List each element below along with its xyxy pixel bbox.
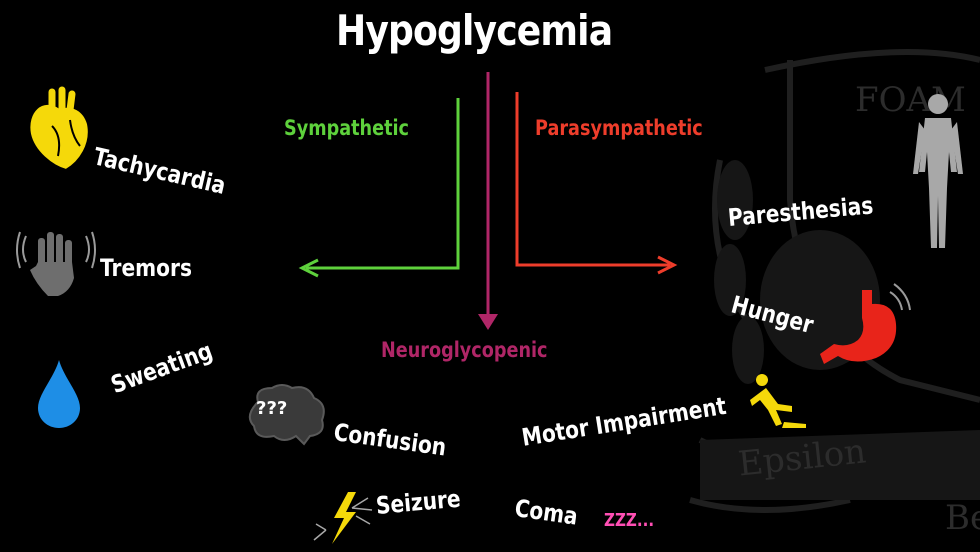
human-body-icon — [913, 94, 963, 248]
parasympathetic-arrow — [515, 92, 678, 275]
neuroglycopenic-arrowhead — [478, 314, 498, 330]
trembling-hand-icon — [16, 231, 96, 296]
neuron-lightning-icon — [313, 492, 373, 544]
sympathetic-label: Sympathetic — [284, 116, 410, 140]
confusion-question-marks: ??? — [256, 398, 288, 419]
sympathetic-arrow — [298, 98, 460, 278]
parasympathetic-label: Parasympathetic — [535, 116, 703, 140]
watermark-foam-text: FOAM — [855, 80, 966, 120]
coma-zzz-text: ZZZ... — [604, 510, 655, 531]
stomach-icon — [820, 283, 911, 364]
heart-icon — [28, 86, 90, 172]
brain-icon — [248, 384, 325, 446]
watermark-be-text: Be — [945, 498, 980, 538]
falling-person-icon — [750, 374, 806, 428]
tremors-label: Tremors — [100, 254, 192, 282]
neuroglycopenic-label: Neuroglycopenic — [381, 338, 548, 362]
sweat-drop-icon — [38, 360, 80, 428]
diagram-title: Hypoglycemia — [336, 6, 613, 55]
